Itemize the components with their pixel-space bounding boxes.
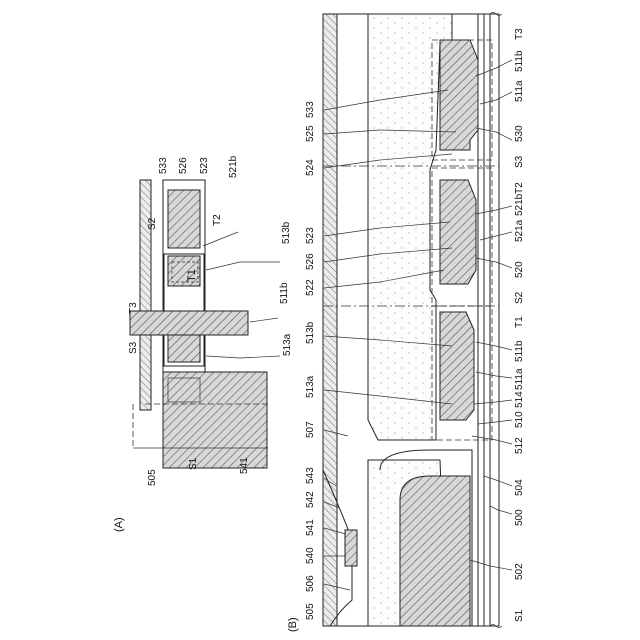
label-542-b: 542	[305, 491, 316, 508]
label-533-a: 533	[158, 157, 169, 174]
electrode-t2	[168, 190, 200, 248]
label-523-a: 523	[199, 157, 210, 174]
label-513a-b: 513a	[305, 375, 316, 398]
label-505-a: 505	[147, 469, 158, 486]
label-502-b: 502	[514, 563, 525, 580]
leader-520	[476, 258, 512, 268]
leader-521b-a	[203, 232, 238, 246]
label-526-b: 526	[305, 253, 316, 270]
label-522-b: 522	[305, 279, 316, 296]
label-512-b: 512	[514, 437, 525, 454]
leader-511a-top	[480, 92, 512, 104]
label-506-b: 506	[305, 575, 316, 592]
label-s1-b: S1	[514, 609, 525, 622]
label-511a-top-b: 511a	[514, 80, 525, 102]
label-504-b: 504	[514, 479, 525, 496]
label-511a-b: 511a	[514, 368, 525, 390]
label-t3-b: T3	[514, 28, 525, 40]
label-500-b: 500	[514, 509, 525, 526]
leader-502	[470, 560, 512, 570]
label-t2-b: T2	[514, 182, 525, 194]
leader-511a	[476, 372, 512, 378]
panel-label-a: (A)	[113, 517, 125, 532]
label-543-b: 543	[305, 467, 316, 484]
panel-label-b: (B)	[287, 617, 299, 632]
bar-511b	[130, 311, 248, 335]
label-520-b: 520	[514, 261, 525, 278]
leader-511b-a	[250, 318, 278, 322]
electrode-540	[345, 530, 357, 566]
label-511b-top-b: 511b	[514, 50, 525, 72]
label-510-b: 510	[514, 411, 525, 428]
insulator-507	[368, 14, 452, 440]
label-521a-b: 521a	[514, 219, 525, 242]
leader-511b	[476, 342, 512, 350]
label-s2-b: S2	[514, 291, 525, 304]
leader-510	[478, 420, 512, 424]
figure-a: (A) 533 526 523 521b S2 T2 T1 513b 511b …	[113, 155, 293, 532]
label-514-b: 514	[514, 391, 525, 408]
layer-533-a	[140, 180, 151, 410]
label-513a-a: 513a	[282, 333, 293, 356]
label-541-b: 541	[305, 519, 316, 536]
leader-530	[476, 128, 512, 140]
label-525-b: 525	[305, 125, 316, 142]
label-541-a: 541	[239, 457, 250, 474]
label-s3-a: S3	[128, 341, 139, 354]
label-513b-a: 513b	[281, 221, 292, 244]
label-t1-a: T1	[186, 269, 198, 282]
label-530-b: 530	[514, 125, 525, 142]
leader-514	[474, 400, 512, 404]
block-541-b	[400, 476, 470, 626]
label-t2-a: T2	[212, 214, 223, 226]
label-521b-b: 521b	[514, 193, 525, 216]
leader-511b-top	[476, 60, 512, 76]
layer-505-b	[323, 14, 337, 626]
label-s2-a: S2	[147, 217, 158, 230]
leader-500	[490, 506, 512, 514]
label-t1-b: T1	[514, 316, 525, 328]
label-523-b: 523	[305, 227, 316, 244]
label-524-b: 524	[305, 159, 316, 176]
figure-b: (B) 533 525 524 523 526 522 513b 513a 50…	[287, 13, 525, 633]
electrode-521b-t2	[440, 180, 476, 284]
electrode-511b-t1	[440, 312, 474, 420]
label-s3-b: S3	[514, 155, 525, 168]
label-t3-a: T3	[128, 302, 139, 314]
label-s1-a: S1	[188, 457, 199, 470]
label-521b-a: 521b	[228, 155, 239, 178]
leader-521b	[476, 206, 512, 214]
leader-513b-a	[206, 262, 280, 270]
label-507-b: 507	[305, 421, 316, 438]
label-513b-b: 513b	[305, 321, 316, 344]
label-540-b: 540	[305, 547, 316, 564]
label-533-b: 533	[305, 101, 316, 118]
electrode-533-t3	[440, 40, 478, 150]
block-541	[163, 372, 267, 468]
leader-504	[484, 476, 512, 486]
label-511b-b: 511b	[514, 340, 525, 362]
label-526-a: 526	[178, 157, 189, 174]
electrode-t1-bottom	[168, 334, 200, 362]
leader-513a-a	[206, 356, 280, 358]
label-511b-a: 511b	[279, 282, 290, 304]
leader-521a	[480, 232, 512, 240]
label-505-b: 505	[305, 603, 316, 620]
